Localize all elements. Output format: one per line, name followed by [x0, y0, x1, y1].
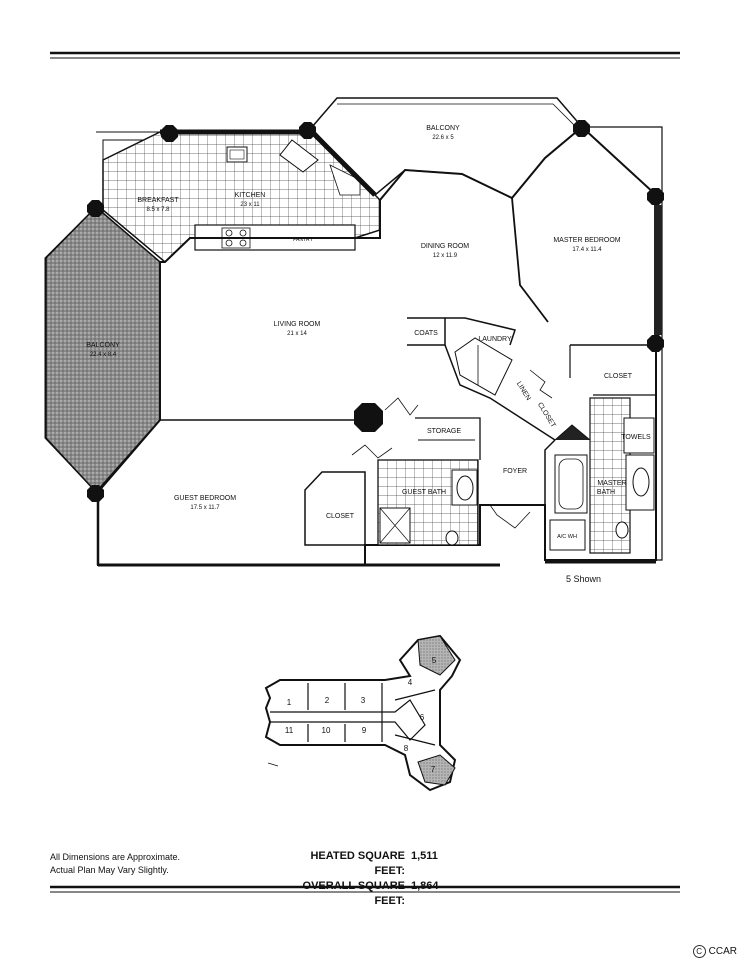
balcony-top-dim: 22.6 x 5 [432, 135, 454, 141]
copyright-icon: C [692, 945, 706, 958]
unit-1-label: 1 [287, 698, 292, 707]
closet-master-name: CLOSET [604, 373, 633, 380]
guest-bath-name: GUEST BATH [402, 489, 446, 496]
closet-linen-name: CLOSET [536, 401, 557, 429]
unit-3-label: 3 [361, 696, 366, 705]
foyer-name: FOYER [503, 468, 527, 475]
overall-sqft-row: OVERALL SQUARE FEET: 1,864 [280, 879, 439, 909]
living-dim: 21 x 14 [287, 331, 307, 337]
overall-sqft-value: 1,864 [411, 880, 439, 892]
kitchen-name: KITCHEN [235, 192, 266, 199]
unit-11-label: 11 [285, 726, 294, 735]
main-floor-plan [44, 97, 664, 567]
heated-sqft-row: HEATED SQUARE FEET: 1,511 [280, 849, 439, 879]
unit-2-label: 2 [325, 696, 330, 705]
coats-name: COATS [414, 330, 438, 337]
closet-guest-name: CLOSET [326, 513, 355, 520]
ccar-label: CCAR [708, 946, 737, 957]
living-name: LIVING ROOM [274, 321, 321, 328]
ccar-watermark: C CCAR [692, 945, 737, 958]
disclaimer-line-1: All Dimensions are Approximate. [50, 852, 181, 862]
heated-sqft-value: 1,511 [411, 850, 438, 862]
towels-name: TOWELS [621, 434, 651, 441]
linen-name: LINEN [515, 381, 532, 402]
master-bath-name-2: BATH [597, 489, 615, 496]
unit-4-label: 4 [408, 678, 413, 687]
master-bedroom-dim: 17.4 x 11.4 [572, 247, 602, 253]
kitchen-dim: 23 x 11 [240, 202, 260, 208]
laundry-name: LAUNDRY [478, 336, 512, 343]
storage-name: STORAGE [427, 428, 461, 435]
overall-sqft-label: OVERALL SQUARE FEET: [302, 880, 405, 907]
building-key-plan: 1 2 3 4 5 6 7 8 9 10 11 [264, 634, 462, 792]
dining-dim: 12 x 11.9 [433, 253, 458, 259]
unit-10-label: 10 [322, 726, 331, 735]
bottom-rule [50, 885, 680, 893]
top-rule [50, 51, 680, 59]
pantry-name: PANTRY [293, 237, 313, 243]
disclaimer: All Dimensions are Approximate. Actual P… [50, 851, 180, 877]
disclaimer-line-2: Actual Plan May Vary Slightly. [50, 865, 169, 875]
room-labels: BALCONY 22.6 x 5 BREAKFAST 8.5 x 7.8 KIT… [86, 125, 651, 540]
square-footage: HEATED SQUARE FEET: 1,511 OVERALL SQUARE… [280, 849, 439, 909]
acwh-name: A/C WH [557, 534, 577, 540]
shown-note: 5 Shown [566, 574, 602, 584]
master-bedroom-name: MASTER BEDROOM [553, 237, 620, 244]
unit-8-label: 8 [404, 744, 409, 753]
guest-bedroom-dim: 17.5 x 11.7 [190, 505, 220, 511]
master-bath-name: MASTER [597, 480, 626, 487]
unit-5-label: 5 [432, 656, 437, 665]
unit-7-label: 7 [431, 765, 436, 774]
breakfast-name: BREAKFAST [137, 197, 179, 204]
breakfast-dim: 8.5 x 7.8 [146, 207, 170, 213]
unit-6-label: 6 [420, 713, 425, 722]
balcony-top-name: BALCONY [426, 125, 460, 132]
balcony-left-name: BALCONY [86, 342, 120, 349]
balcony-left-dim: 22.4 x 8.4 [90, 352, 117, 358]
dining-name: DINING ROOM [421, 243, 469, 250]
heated-sqft-label: HEATED SQUARE FEET: [310, 850, 405, 877]
guest-bedroom-name: GUEST BEDROOM [174, 495, 236, 502]
unit-9-label: 9 [362, 726, 367, 735]
